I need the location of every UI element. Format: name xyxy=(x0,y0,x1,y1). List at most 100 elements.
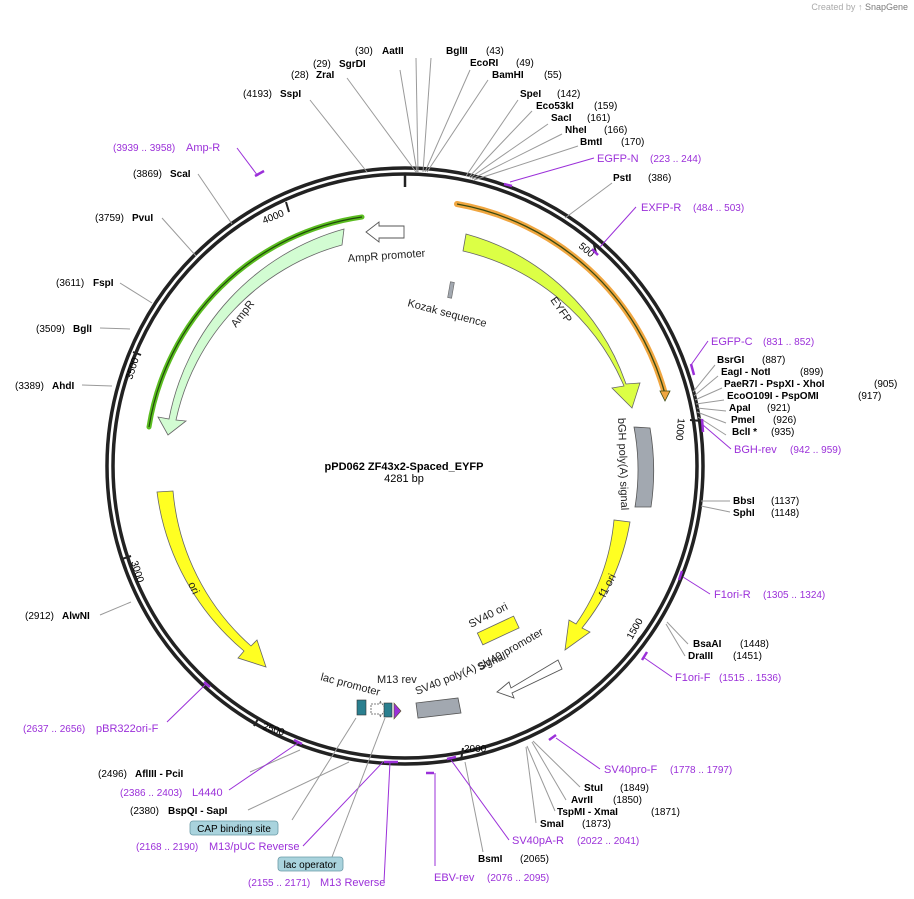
site-enzyme: AhdI xyxy=(52,381,74,392)
site-pos: (170) xyxy=(621,137,644,148)
site-pos: (2496) xyxy=(98,769,127,780)
site-pos: (935) xyxy=(771,427,794,438)
site-labels: (30) AatII (29) SgrDI (28) ZraI (4193) S… xyxy=(15,46,897,865)
kozak-feature xyxy=(447,281,455,299)
site-enzyme: PaeR7I - PspXI - XhoI xyxy=(724,379,825,390)
site-pos: (43) xyxy=(486,46,504,57)
site-pos: (1849) xyxy=(620,783,649,794)
site-enzyme: SpeI xyxy=(520,89,541,100)
site-pos: (55) xyxy=(544,70,562,81)
site-pos: (159) xyxy=(594,101,617,112)
primer-name: EBV-rev xyxy=(434,872,475,884)
site-enzyme: BsaAI xyxy=(693,639,722,650)
snapgene-credit: Created by ↑ SnapGene xyxy=(811,2,908,12)
site-pos: (3611) xyxy=(56,278,84,289)
backbone xyxy=(105,166,705,766)
site-enzyme: NheI xyxy=(565,125,587,136)
credit-prefix: Created by xyxy=(811,2,856,12)
site-enzyme: DraIII xyxy=(688,651,713,662)
scale-tick-label: 2500 xyxy=(261,721,286,738)
primer-range: (484 .. 503) xyxy=(693,203,744,214)
site-enzyme: TspMI - XmaI xyxy=(557,807,618,818)
site-enzyme: BglI xyxy=(73,324,92,335)
site-enzyme: BclI * xyxy=(732,427,757,438)
site-pos: (2380) xyxy=(130,806,159,817)
site-enzyme: SmaI xyxy=(540,819,564,830)
primer-range: (2076 .. 2095) xyxy=(487,873,549,884)
site-enzyme: BsmI xyxy=(478,854,503,865)
site-pos: (1448) xyxy=(740,639,769,650)
site-pos: (166) xyxy=(604,125,627,136)
site-enzyme: BbsI xyxy=(733,496,755,507)
bgh-polya-feature xyxy=(633,426,655,508)
plasmid-title-group: pPD062 ZF43x2-Spaced_EYFP 4281 bp xyxy=(325,461,484,485)
f1-ori-label: f1 ori xyxy=(597,572,619,599)
ori-label: ori xyxy=(185,580,201,596)
site-pos: (386) xyxy=(648,173,671,184)
bgh-polya-label: bGH poly(A) signal xyxy=(615,418,630,511)
primer-name: M13/pUC Reverse xyxy=(209,841,299,853)
site-pos: (1451) xyxy=(733,651,762,662)
site-enzyme: AflIII - PciI xyxy=(135,769,184,780)
scale-tick-label: 2000 xyxy=(464,744,487,755)
primer-name: F1ori-F xyxy=(675,672,711,684)
site-enzyme: SspI xyxy=(280,89,301,100)
site-pos: (3869) xyxy=(133,169,162,180)
site-pos: (4193) xyxy=(243,89,272,100)
ampr-promoter-feature xyxy=(365,221,405,243)
plasmid-length: 4281 bp xyxy=(384,473,424,485)
credit-brand: SnapGene xyxy=(864,2,908,12)
lac-operator-tag xyxy=(277,856,344,872)
site-enzyme: EagI - NotI xyxy=(721,367,771,378)
site-enzyme: SphI xyxy=(733,508,755,519)
site-pos: (917) xyxy=(858,391,881,402)
site-enzyme: SgrDI xyxy=(339,59,366,70)
site-pos: (1871) xyxy=(651,807,680,818)
primer-range: (2386 .. 2403) xyxy=(120,788,182,799)
site-enzyme: BamHI xyxy=(492,70,524,81)
primer-name: SV40pro-F xyxy=(604,764,657,776)
site-pos: (30) xyxy=(355,46,373,57)
sv40-ori-feature xyxy=(476,615,520,646)
cap-binding-tag-label: CAP binding site xyxy=(197,824,271,835)
site-enzyme: ScaI xyxy=(170,169,191,180)
primer-range: (3939 .. 3958) xyxy=(113,143,175,154)
primer-range: (831 .. 852) xyxy=(763,337,814,348)
m13-rev-feature xyxy=(393,702,402,720)
tag-boxes: CAP binding site lac operator xyxy=(189,717,386,872)
site-enzyme: ApaI xyxy=(729,403,751,414)
site-enzyme: StuI xyxy=(584,783,603,794)
site-pos: (1137) xyxy=(771,496,799,507)
sv40-promoter-feature xyxy=(496,659,563,699)
site-pos: (905) xyxy=(874,379,897,390)
site-enzyme: BsrGI xyxy=(717,355,744,366)
site-enzyme: Eco53kI xyxy=(536,101,574,112)
site-enzyme: BspQI - SapI xyxy=(168,806,228,817)
site-enzyme: PmeI xyxy=(731,415,755,426)
kozak-label: Kozak sequence xyxy=(406,297,488,330)
primer-range: (2637 .. 2656) xyxy=(23,724,85,735)
site-pos: (1148) xyxy=(771,508,799,519)
snapgene-icon: ↑ xyxy=(857,2,863,12)
sv40-polya-label: SV40 poly(A) signal xyxy=(414,650,508,697)
site-pos: (3759) xyxy=(95,213,124,224)
site-pos: (49) xyxy=(516,58,534,69)
primer-name: L4440 xyxy=(192,787,223,799)
primer-name: EGFP-N xyxy=(597,153,639,165)
lac-promoter-feature xyxy=(370,699,387,719)
site-enzyme: EcoO109I - PspOMI xyxy=(727,391,819,402)
sv40-polya-feature xyxy=(415,697,462,719)
primer-name: M13 Reverse xyxy=(320,877,385,889)
scale-tick-label: 1000 xyxy=(673,418,686,442)
primer-range: (1778 .. 1797) xyxy=(670,765,732,776)
cap-binding-tag xyxy=(189,820,279,836)
primer-range: (942 .. 959) xyxy=(790,445,841,456)
primer-range: (2022 .. 2041) xyxy=(577,836,639,847)
primer-range: (1305 .. 1324) xyxy=(763,590,825,601)
cap-site-feature xyxy=(356,699,367,716)
site-pos: (2065) xyxy=(520,854,549,865)
ampr-feature xyxy=(157,228,345,436)
primer-range: (2168 .. 2190) xyxy=(136,842,198,853)
primer-name: SV40pA-R xyxy=(512,835,564,847)
f1-ori-feature xyxy=(564,519,631,651)
